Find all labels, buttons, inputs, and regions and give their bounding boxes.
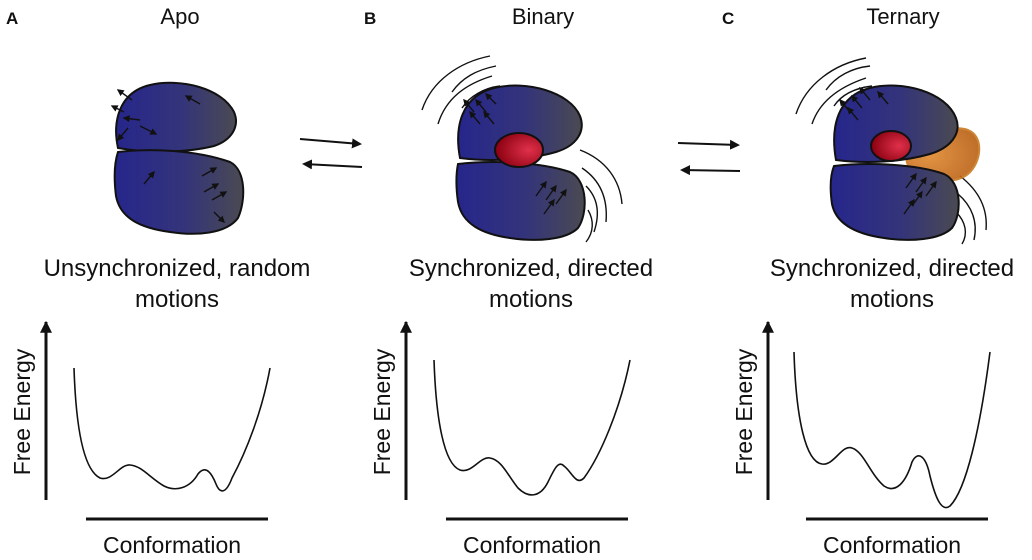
ligand bbox=[870, 130, 912, 162]
panel-letter: B bbox=[364, 9, 376, 28]
x-axis-label: Conformation bbox=[463, 532, 601, 558]
motion-arrows-directed bbox=[839, 86, 937, 215]
panel-title: Binary bbox=[512, 4, 574, 29]
protein-upper-lobe bbox=[115, 81, 237, 153]
protein-binary bbox=[455, 84, 586, 241]
x-axis-label: Conformation bbox=[103, 532, 241, 558]
caption-line-1: Synchronized, directed bbox=[770, 255, 1014, 282]
equilibrium-arrows-bc bbox=[677, 139, 741, 176]
y-axis-label: Free Energy bbox=[731, 348, 757, 475]
panel-letter: C bbox=[722, 9, 734, 28]
motion-lines-lower bbox=[955, 175, 987, 245]
protein-apo bbox=[110, 81, 245, 235]
motion-lines-upper bbox=[795, 57, 873, 125]
energy-curve bbox=[73, 367, 271, 492]
panel-b: B Binary bbox=[364, 4, 653, 558]
panel-title: Apo bbox=[160, 4, 199, 29]
motion-arrows-directed bbox=[463, 93, 567, 215]
energy-curve bbox=[433, 359, 631, 496]
protein-lower-lobe bbox=[829, 163, 960, 241]
energy-plot-ternary: Free Energy Conformation bbox=[731, 320, 991, 558]
panel-title: Ternary bbox=[866, 4, 939, 29]
protein-lower-lobe bbox=[455, 161, 586, 241]
motion-lines-lower bbox=[579, 149, 623, 243]
ligand bbox=[494, 132, 544, 168]
protein-ternary bbox=[829, 84, 981, 241]
panel-a: A Apo Unsynchronized, random motions bbox=[6, 4, 310, 558]
energy-plot-binary: Free Energy Conformation bbox=[369, 320, 631, 558]
caption-line-2: motions bbox=[489, 286, 573, 313]
caption-line-2: motions bbox=[850, 286, 934, 313]
caption-line-2: motions bbox=[135, 286, 219, 313]
equilibrium-arrows-ab bbox=[299, 138, 363, 170]
motion-arrows-random bbox=[110, 89, 228, 223]
energy-plot-apo: Free Energy Conformation bbox=[9, 320, 271, 558]
x-axis-label: Conformation bbox=[823, 532, 961, 558]
panel-c: C Ternary bbox=[722, 4, 1014, 558]
caption-line-1: Synchronized, directed bbox=[409, 255, 653, 282]
energy-curve bbox=[793, 351, 991, 509]
y-axis-label: Free Energy bbox=[9, 348, 35, 475]
caption-line-1: Unsynchronized, random bbox=[44, 255, 311, 282]
y-axis-label: Free Energy bbox=[369, 348, 395, 475]
panel-letter: A bbox=[6, 9, 18, 28]
